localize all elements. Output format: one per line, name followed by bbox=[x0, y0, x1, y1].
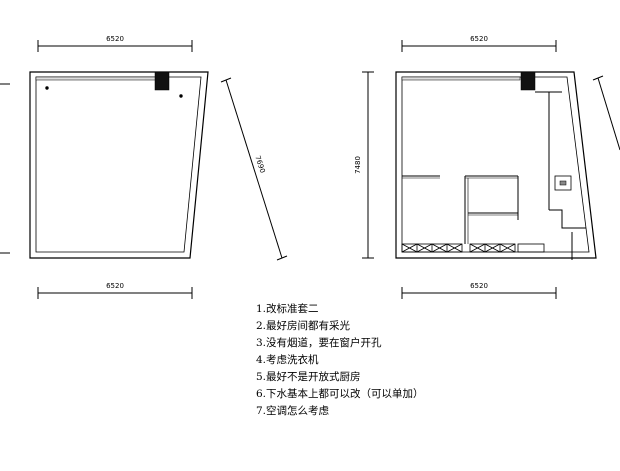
right-corner-room bbox=[549, 209, 586, 229]
left-outer-wall bbox=[29, 71, 209, 259]
right-left-dimension-label: 7480 bbox=[354, 156, 362, 174]
right-fixture-box bbox=[554, 175, 572, 191]
right-bottom-cabinets bbox=[401, 243, 545, 253]
left-bottom-dimension-label: 6520 bbox=[106, 282, 124, 290]
left-point-mark bbox=[179, 94, 183, 98]
left-inner-wall bbox=[35, 76, 202, 253]
note-item: 6.下水基本上都可以改（可以单加） bbox=[256, 388, 424, 400]
right-fixture-inner bbox=[559, 180, 567, 186]
note-item: 7.空调怎么考虑 bbox=[256, 405, 330, 417]
right-inner-wall bbox=[401, 76, 590, 253]
note-item: 1.改标准套二 bbox=[256, 303, 319, 315]
left-top-dimension-label: 6520 bbox=[106, 35, 124, 43]
left-diagonal-dimension-line bbox=[220, 77, 288, 261]
right-column-block bbox=[520, 71, 536, 91]
right-outer-wall bbox=[395, 71, 597, 259]
right-top-dimension-line bbox=[401, 40, 557, 52]
right-top-dimension-label: 6520 bbox=[470, 35, 488, 43]
left-floor-plan: 6520 7690 6520 bbox=[0, 35, 288, 299]
right-diagonal-dimension-line bbox=[592, 75, 604, 81]
right-top-window bbox=[401, 76, 521, 81]
left-top-dimension-line bbox=[37, 40, 193, 52]
note-item: 3.没有烟道，要在窗户开孔 bbox=[256, 337, 382, 349]
left-diagonal-dimension-label: 7690 bbox=[253, 155, 266, 174]
note-item: 5.最好不是开放式厨房 bbox=[256, 371, 361, 383]
notes-list: 1.改标准套二 2.最好房间都有采光 3.没有烟道，要在窗户开孔 4.考虑洗衣机… bbox=[256, 301, 424, 420]
left-column-block bbox=[154, 71, 170, 91]
right-diagonal-dimension-line bbox=[597, 77, 620, 151]
right-bottom-dimension-line bbox=[401, 287, 557, 299]
left-top-window bbox=[35, 76, 157, 81]
left-point-mark bbox=[45, 86, 49, 90]
left-bottom-dimension-line bbox=[37, 287, 193, 299]
right-bottom-dimension-label: 6520 bbox=[470, 282, 488, 290]
right-left-dimension-line bbox=[362, 71, 374, 259]
right-floor-plan: 6520 7480 bbox=[354, 35, 620, 299]
note-item: 2.最好房间都有采光 bbox=[256, 320, 351, 332]
note-item: 4.考虑洗衣机 bbox=[256, 354, 319, 366]
